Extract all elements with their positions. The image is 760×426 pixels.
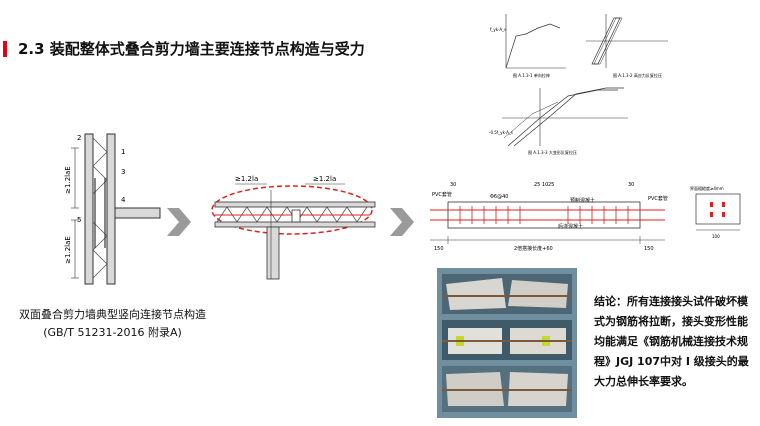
load-deformation-curves: f_yk·A_s 图 A.1.3-1 单向拉伸 图 A.1.3-2 高应力反复拉… [489,14,668,155]
wall-connection-figure: ≥1.2laE ≥1.2laE 2 1 3 4 5 [64,133,161,285]
title-accent-bar [3,41,7,57]
dim-top-25-left: 25 [534,182,540,188]
slab-dim-left: ≥1.2la [235,175,258,183]
curve1-tick-fyk: f_yk·A_s [490,27,506,32]
wall-label-5: 5 [77,216,81,224]
figure-caption-line2: (GB/T 51231-2016 附录A) [43,326,182,339]
dim-top-30-left: 30 [450,182,456,188]
wall-dim-lower: ≥1.2laE [64,236,72,264]
specimen-photo-2 [442,320,572,360]
label-precast: 预制混凝土 [570,197,595,204]
dim-top-10: 10 [542,182,548,188]
specimen-photo-3 [442,366,572,412]
dim-top-30-right: 30 [628,182,634,188]
chevron-right-icon [390,208,414,236]
dim-bottom-length: 2倍搭接长度+60 [514,245,553,252]
page-title: 2.3 装配整体式叠合剪力墙主要连接节点构造与受力 [18,40,365,58]
cross-section-figure: 界面粗糙度≥4mm 100 [690,185,741,239]
wall-label-1: 1 [121,148,125,156]
conclusion-text: 结论：所有连接接头试件破坏模式为钢筋将拉断，接头变形性能均能满足《钢筋机械连接技… [594,295,749,388]
curve3-caption: 图 A.1.3-3 大变形反复拉压 [528,149,577,155]
curve3-tick-negative: -0.5f_yk·A_s [489,130,513,135]
slab-joint-figure: ≥1.2la ≥1.2la [211,175,376,280]
specimen-photos [437,268,577,418]
specimen-drawing: 30 25 10 25 30 PVC套管 PVC套管 Φ6@40 预制混凝土 后… [430,182,668,252]
wall-label-2: 2 [77,134,81,142]
section-width-label: 100 [712,234,720,239]
label-stirrup: Φ6@40 [490,194,508,200]
curve1-caption: 图 A.1.3-1 单向拉伸 [513,72,550,78]
wall-label-4: 4 [121,196,126,204]
dim-bottom-150-left: 150 [434,246,444,252]
slab-dim-right: ≥1.2la [313,175,336,183]
dim-bottom-150-right: 150 [644,246,654,252]
figure-caption-line1: 双面叠合剪力墙典型竖向连接节点构造 [19,308,206,321]
wall-dim-upper: ≥1.2laE [64,166,72,194]
specimen-photo-1 [442,274,572,314]
wall-label-3: 3 [121,168,125,176]
curve2-caption: 图 A.1.3-2 高应力反复拉压 [613,72,662,78]
chevron-right-icon [167,208,191,236]
section-roughness-label: 界面粗糙度≥4mm [690,185,724,191]
label-pvc-right: PVC套管 [648,195,668,202]
label-pvc-left: PVC套管 [432,191,452,198]
label-cast-in-place: 后浇混凝土 [558,223,583,230]
dim-top-25-right: 25 [548,182,554,188]
